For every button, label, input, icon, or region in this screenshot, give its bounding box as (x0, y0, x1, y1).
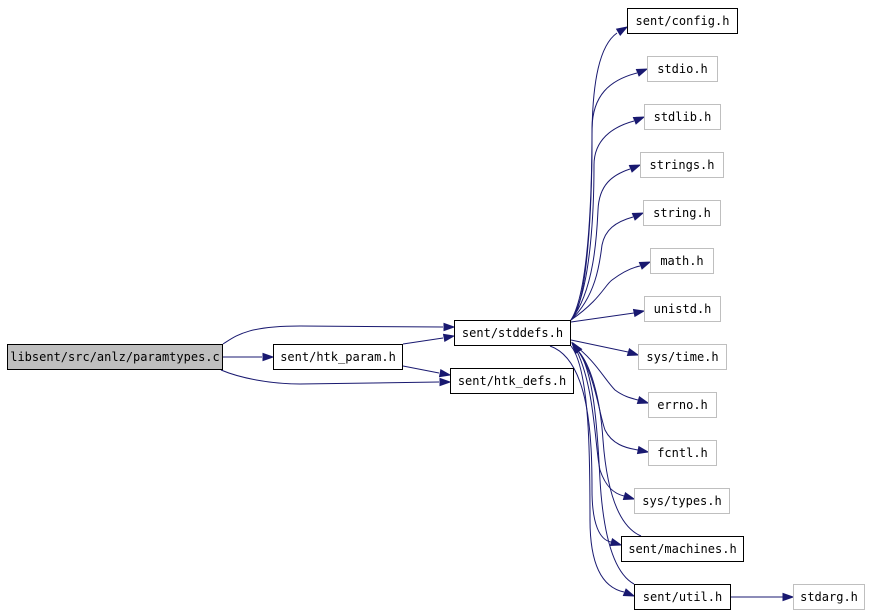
arrowhead (782, 592, 795, 602)
edge-stddefs-to-unistd (570, 308, 646, 323)
arrowhead (439, 377, 452, 387)
edge-line (579, 352, 635, 585)
arrowhead (438, 368, 452, 378)
node-sent-htk-defs-h[interactable]: sent/htk_defs.h (450, 368, 574, 394)
edge-root-to-stddefs (222, 322, 456, 345)
edge-line (570, 216, 634, 321)
node-string-h: string.h (643, 200, 721, 226)
edge-line (570, 265, 641, 321)
node-stdarg-h: stdarg.h (793, 584, 865, 610)
arrowhead (622, 491, 636, 501)
arrowhead (632, 116, 646, 125)
edge-stddefs-to-strings (570, 164, 642, 321)
edge-util-to-stddefs (572, 341, 635, 585)
node-stdio-h: stdio.h (647, 56, 718, 82)
edge-stddefs-to-math (570, 261, 652, 321)
arrowhead (443, 322, 456, 332)
arrowhead (609, 537, 623, 547)
node-sent-htk-param-h[interactable]: sent/htk_param.h (273, 344, 403, 370)
edge-stddefs-to-util (570, 345, 636, 597)
arrowhead (632, 308, 646, 318)
node-sent-config-h[interactable]: sent/config.h (627, 8, 738, 34)
edge-line (570, 168, 631, 321)
edge-stddefs-to-sys_types (572, 343, 636, 501)
arrowhead (262, 352, 275, 362)
edge-layer (220, 26, 795, 602)
edge-stddefs-to-stdlib (570, 116, 646, 321)
arrowhead (442, 333, 456, 343)
edge-line (220, 369, 440, 385)
arrowhead (636, 445, 650, 455)
root-file-node: libsent/src/anlz/paramtypes.c (7, 344, 223, 370)
edge-root-to-htk_param (223, 352, 275, 362)
node-unistd-h: unistd.h (644, 296, 721, 322)
edge-stddefs-to-errno (572, 343, 650, 405)
edge-machines-to-stddefs (571, 341, 642, 537)
edge-stddefs-to-stdio (570, 68, 649, 321)
edge-line (572, 343, 625, 497)
edge-line (402, 365, 440, 374)
edge-htk_param-to-stddefs (402, 333, 456, 345)
edge-stddefs-to-sys_time (570, 339, 640, 357)
edge-line (572, 343, 639, 401)
edge-htk_param-to-htk_defs (402, 365, 452, 378)
edge-line (578, 351, 642, 537)
node-math-h: math.h (650, 248, 714, 274)
edge-line (402, 337, 444, 345)
node-sent-util-h[interactable]: sent/util.h (634, 584, 731, 610)
edge-root-to-htk_defs (220, 369, 452, 387)
edge-stddefs-to-string (570, 212, 645, 321)
arrowhead (626, 347, 640, 357)
node-sys-types-h: sys/types.h (634, 488, 730, 514)
edge-stddefs-to-machines (549, 345, 623, 547)
edge-line (572, 343, 639, 451)
edge-line (570, 120, 635, 321)
arrowhead (638, 261, 652, 270)
edge-line (222, 325, 444, 345)
node-fcntl-h: fcntl.h (648, 440, 717, 466)
arrowhead (628, 164, 642, 173)
node-strings-h: strings.h (640, 152, 724, 178)
arrowhead (631, 212, 645, 221)
node-errno-h: errno.h (648, 392, 717, 418)
arrowhead (622, 588, 636, 597)
edge-line (570, 72, 638, 321)
edge-line (570, 312, 635, 323)
arrowhead (615, 26, 629, 37)
edge-stddefs-to-fcntl (572, 343, 650, 455)
node-sent-stddefs-h[interactable]: sent/stddefs.h (454, 320, 571, 346)
arrowhead (635, 68, 649, 77)
arrowhead (572, 341, 583, 355)
edge-line (570, 339, 629, 353)
edge-util-to-stdarg (731, 592, 795, 602)
node-sys-time-h: sys/time.h (638, 344, 727, 370)
edge-line (570, 345, 625, 593)
arrowhead (636, 395, 650, 405)
node-sent-machines-h[interactable]: sent/machines.h (621, 536, 744, 562)
node-stdlib-h: stdlib.h (644, 104, 721, 130)
edge-line (549, 345, 612, 543)
